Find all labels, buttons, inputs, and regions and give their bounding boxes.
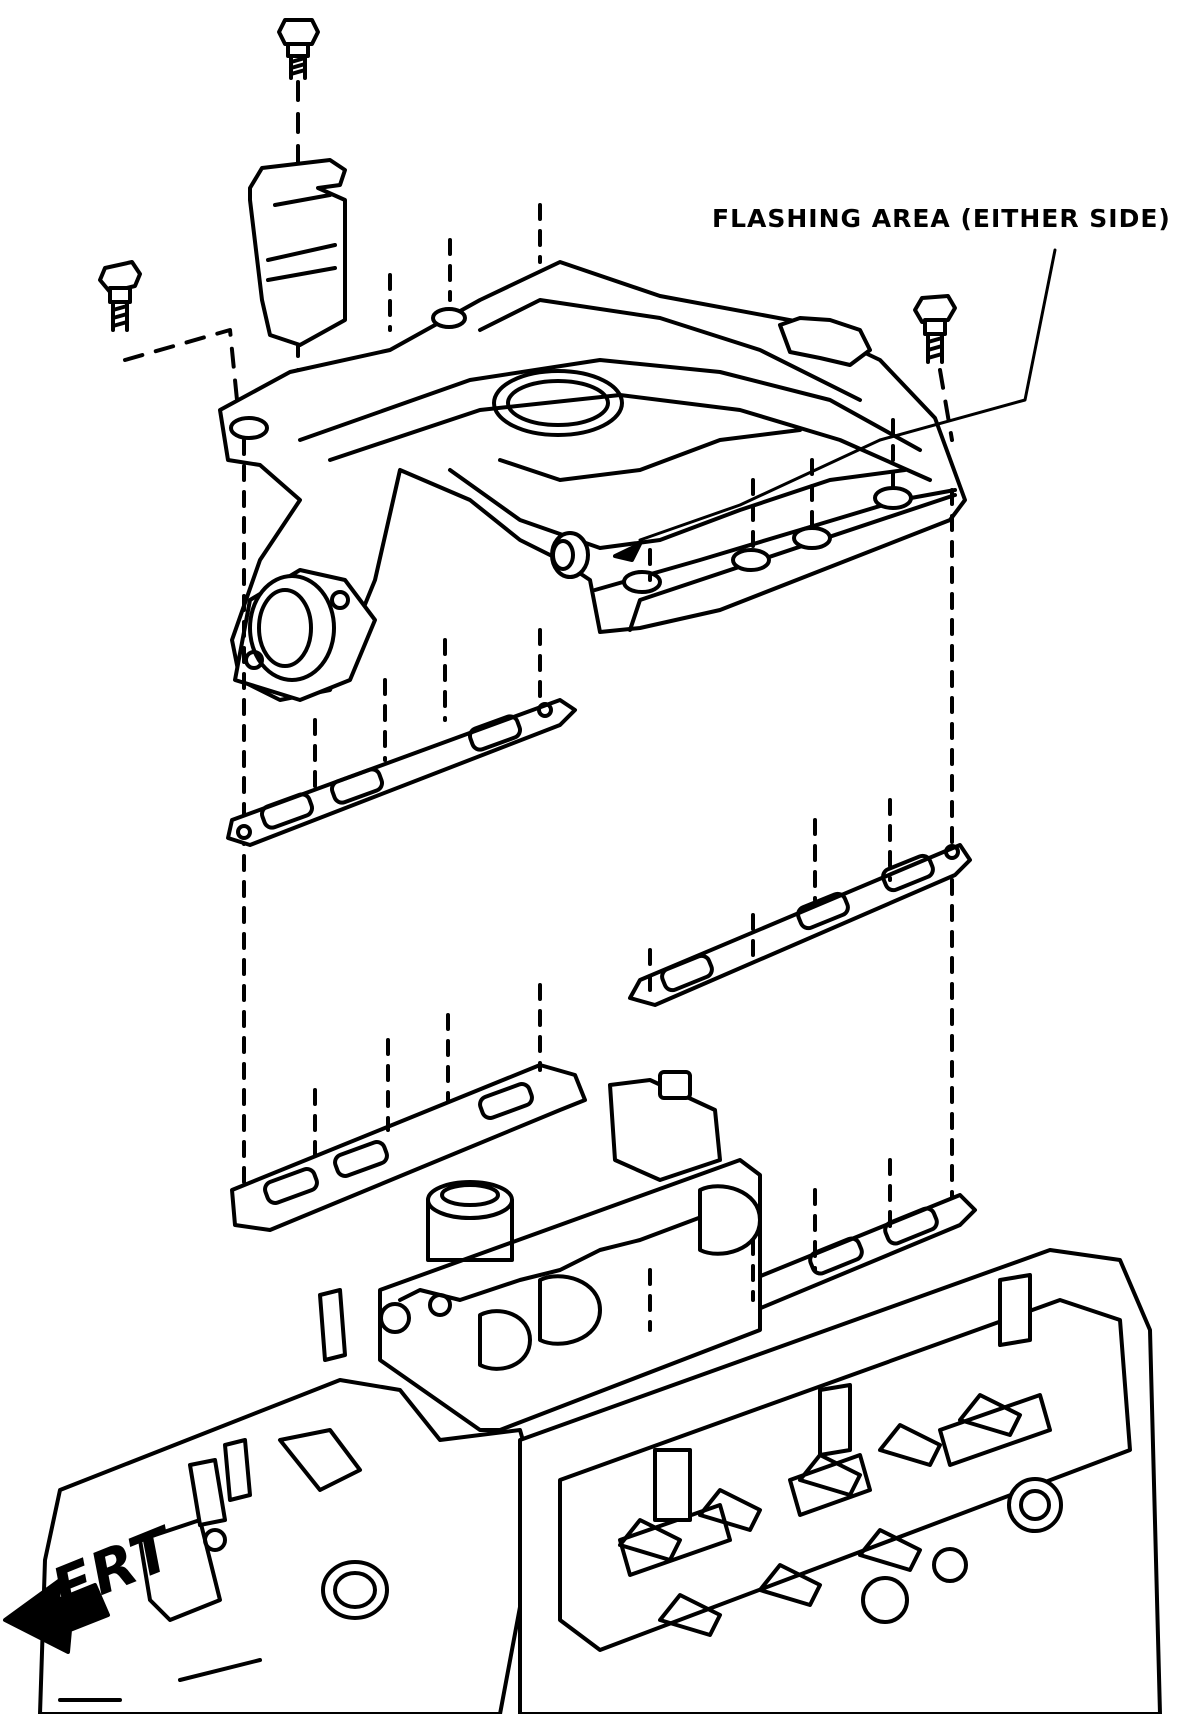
engine-block-and-cylinder-heads (40, 1250, 1160, 1714)
arrow-left-down-icon (5, 1580, 108, 1652)
mounting-bracket (250, 160, 345, 345)
left-gasket-guide-lines (315, 630, 540, 790)
right-intake-gasket (630, 845, 970, 1005)
cylinder-head-studs (190, 1275, 1030, 1525)
intake-manifold (220, 262, 965, 700)
flashing-area-label: FLASHING AREA (EITHER SIDE) (712, 204, 1171, 233)
right-bolt-guide-line (940, 370, 952, 440)
top-bolt (279, 20, 318, 78)
flashing-area-callout (615, 250, 1055, 560)
left-bolt (100, 262, 140, 330)
lower-intake-stud-guide-lines (315, 985, 890, 1330)
right-bolt (915, 296, 955, 362)
right-gasket-guide-lines (650, 800, 890, 1000)
left-intake-gasket (228, 700, 575, 845)
left-bolt-guide-line (125, 330, 240, 430)
lower-intake-assembly (232, 1065, 975, 1430)
manifold-stud-guide-lines (244, 205, 952, 1210)
